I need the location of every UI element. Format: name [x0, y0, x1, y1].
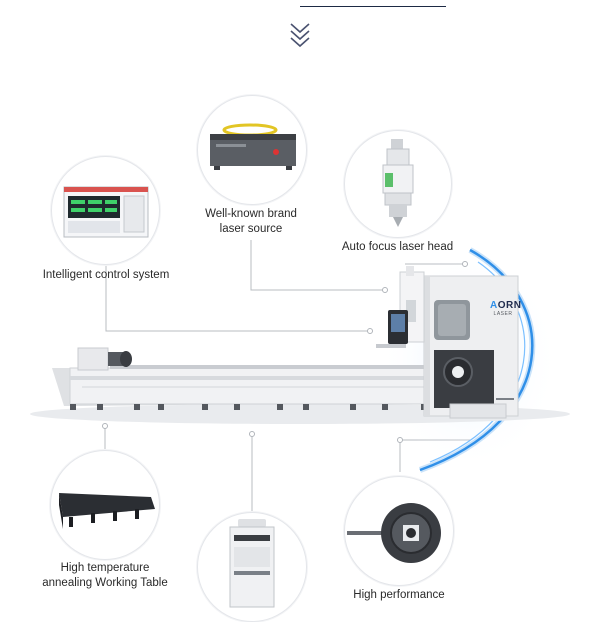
chuck-illustration [347, 503, 441, 563]
connector-dot [249, 431, 255, 437]
control-software-screenshot-icon [63, 186, 149, 238]
tube-laser-cutting-machine [30, 266, 570, 424]
laser-source-label: Well-known brand laser source [196, 207, 306, 237]
auto-focus-circle [344, 130, 452, 238]
laser-head-illustration [382, 139, 414, 227]
control-system-circle [51, 156, 160, 265]
brand-subtitle: LASER [493, 311, 513, 317]
connector-dot [367, 328, 373, 334]
connector-dot [382, 287, 388, 293]
chiller-circle [197, 512, 307, 622]
auto-focus-label: Auto focus laser head [341, 241, 454, 253]
chuck-label: High performance [353, 589, 445, 601]
brand-mark: A [490, 300, 498, 311]
working-table-label-line1: High temperature [60, 562, 150, 574]
working-table-circle [50, 450, 160, 560]
connector-dot [397, 437, 403, 443]
connector-dot [462, 261, 468, 267]
laser-source-label-line2: laser source [219, 223, 283, 235]
machine-brand-logo: AORN LASER [490, 300, 521, 318]
chiller-illustration [229, 519, 275, 608]
working-table-illustration [59, 493, 155, 529]
brand-name: ORN [497, 300, 522, 311]
top-divider-line [300, 6, 446, 7]
chuck-circle [344, 476, 454, 586]
laser-source-circle [197, 95, 307, 205]
laser-source-label-line1: Well-known brand [205, 208, 297, 220]
control-system-label: Intelligent control system [42, 269, 170, 281]
laser-source-illustration [210, 123, 296, 170]
working-table-label-line2: annealing Working Table [42, 577, 168, 589]
scroll-down-chevron-icon [290, 23, 310, 48]
connector-dot [102, 423, 108, 429]
working-table-label: High temperature annealing Working Table [30, 561, 180, 591]
